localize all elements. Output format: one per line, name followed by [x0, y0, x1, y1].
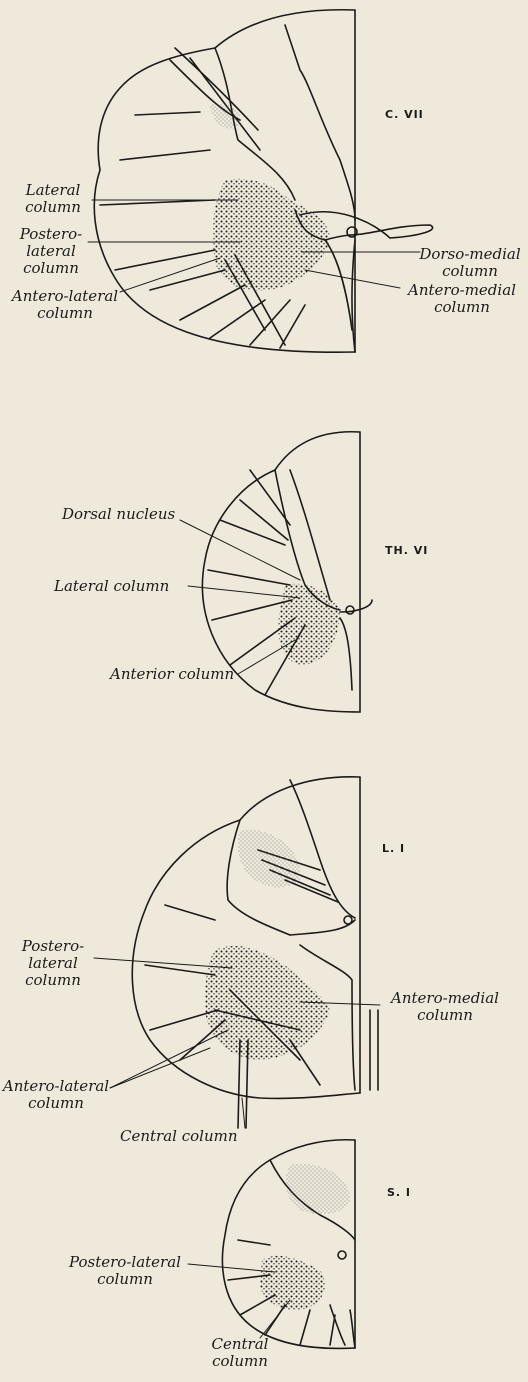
label-central-column-l1: Central column: [120, 1128, 238, 1145]
label-lateral-column-th6: Lateral column: [54, 578, 169, 595]
label-line: column: [418, 263, 522, 280]
label-anteromedial-column-c7: Antero-medial column: [400, 282, 524, 316]
segment-label-c7: C. VII: [385, 108, 424, 121]
section-l1-gray-matter: [205, 946, 330, 1060]
section-s1-posterior-horn: [286, 1164, 350, 1214]
label-line: Postero-lateral: [60, 1254, 190, 1271]
label-line: column: [0, 1095, 112, 1112]
label-line: Postero-: [12, 938, 94, 955]
label-anterolateral-column-c7: Antero-lateral column: [10, 288, 120, 322]
label-anterior-column-th6: Anterior column: [110, 666, 234, 683]
section-c7-gray-matter: [212, 179, 330, 291]
label-central-column-s1: Central column: [205, 1336, 275, 1370]
label-line: Antero-lateral: [0, 1078, 112, 1095]
segment-label-s1: S. I: [387, 1186, 411, 1199]
section-s1-gray-matter: [260, 1256, 325, 1310]
segment-label-l1: L. I: [382, 842, 405, 855]
label-line: Central: [205, 1336, 275, 1353]
label-line: column: [60, 1271, 190, 1288]
label-line: column: [10, 305, 120, 322]
label-posterolateral-column-l1: Postero- lateral column: [12, 938, 94, 989]
label-line: Antero-medial: [380, 990, 510, 1007]
segment-label-th6: TH. VI: [385, 544, 428, 557]
leader-lines: [88, 200, 420, 1338]
label-line: Dorso-medial: [418, 246, 522, 263]
label-line: column: [205, 1353, 275, 1370]
section-c7-outline: [94, 10, 432, 352]
label-posterolateral-column-c7: Postero- lateral column: [12, 226, 90, 277]
label-dorsal-nucleus-th6: Dorsal nucleus: [62, 506, 175, 523]
label-line: column: [400, 299, 524, 316]
label-line: column: [12, 199, 94, 216]
label-line: column: [12, 260, 90, 277]
label-anteromedial-column-l1: Antero-medial column: [380, 990, 510, 1024]
label-line: column: [380, 1007, 510, 1024]
label-line: column: [12, 972, 94, 989]
label-anterolateral-column-l1: Antero-lateral column: [0, 1078, 112, 1112]
label-lateral-column-c7: Lateral column: [12, 182, 94, 216]
label-line: lateral: [12, 243, 90, 260]
label-line: Antero-medial: [400, 282, 524, 299]
label-dorsomedial-column-c7: Dorso-medial column: [418, 246, 522, 280]
label-line: Postero-: [12, 226, 90, 243]
label-line: Antero-lateral: [10, 288, 120, 305]
section-th6-gray-matter: [278, 584, 340, 665]
label-line: lateral: [12, 955, 94, 972]
label-posterolateral-column-s1: Postero-lateral column: [60, 1254, 190, 1288]
label-line: Lateral: [12, 182, 94, 199]
